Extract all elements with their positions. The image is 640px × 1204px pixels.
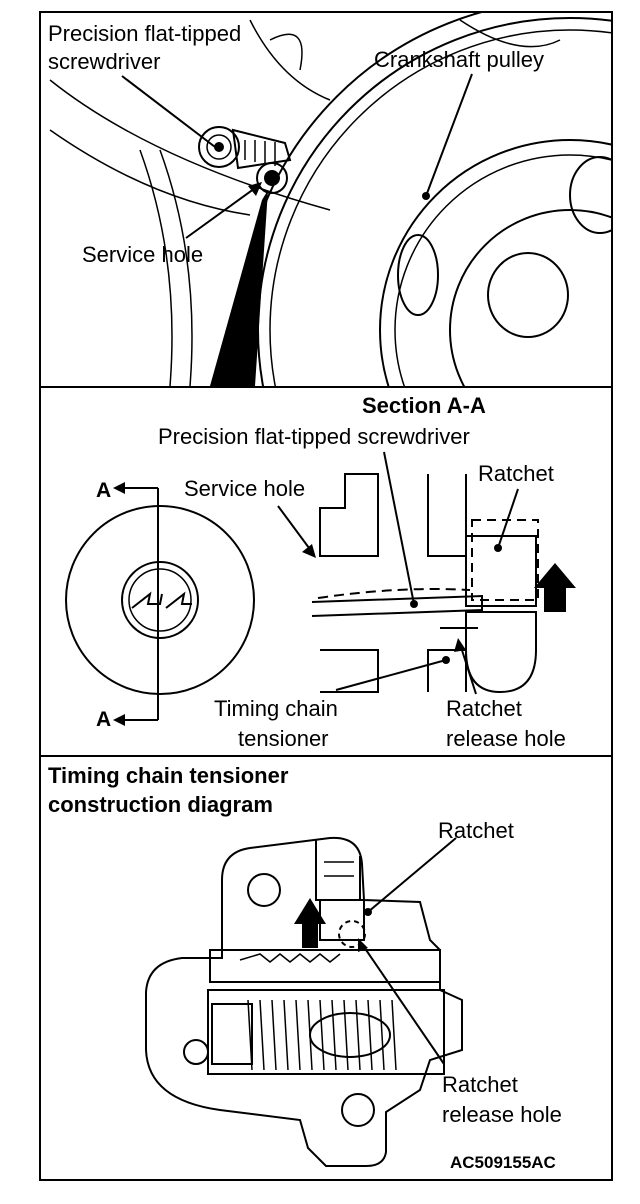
label-crankshaft-pulley: Crankshaft pulley	[374, 47, 544, 72]
outer-frame	[39, 11, 613, 1181]
label-timing-chain-line2: tensioner	[238, 726, 329, 751]
bottom-panel-illustration: Timing chain tensioner construction diag…	[48, 763, 562, 1172]
label-ratchet-middle: Ratchet	[478, 461, 554, 486]
bottom-title-line2: construction diagram	[48, 792, 273, 817]
label-timing-chain-line1: Timing chain	[214, 696, 338, 721]
label-screwdriver-middle: Precision flat-tipped screwdriver	[158, 424, 470, 449]
label-release-hole-middle-line1: Ratchet	[446, 696, 522, 721]
middle-panel-illustration: Section A-A Precision flat-tipped screwd…	[65, 393, 576, 751]
section-title: Section A-A	[362, 393, 486, 418]
label-service-hole-top: Service hole	[82, 242, 203, 267]
label-screwdriver-top-line1: Precision flat-tipped	[48, 21, 241, 46]
label-service-hole-middle: Service hole	[184, 476, 305, 501]
label-ratchet-bottom: Ratchet	[438, 818, 514, 843]
label-screwdriver-top-line2: screwdriver	[48, 49, 160, 74]
section-marker-top: A	[96, 479, 111, 502]
bottom-title-line1: Timing chain tensioner	[48, 763, 289, 788]
figure-code: AC509155AC	[450, 1153, 556, 1172]
top-panel-illustration: Precision flat-tipped screwdriver Cranks…	[48, 13, 611, 386]
label-release-hole-middle-line2: release hole	[446, 726, 566, 751]
label-release-hole-bottom-line2: release hole	[442, 1102, 562, 1127]
label-release-hole-bottom-line1: Ratchet	[442, 1072, 518, 1097]
section-marker-bottom: A	[96, 708, 111, 731]
